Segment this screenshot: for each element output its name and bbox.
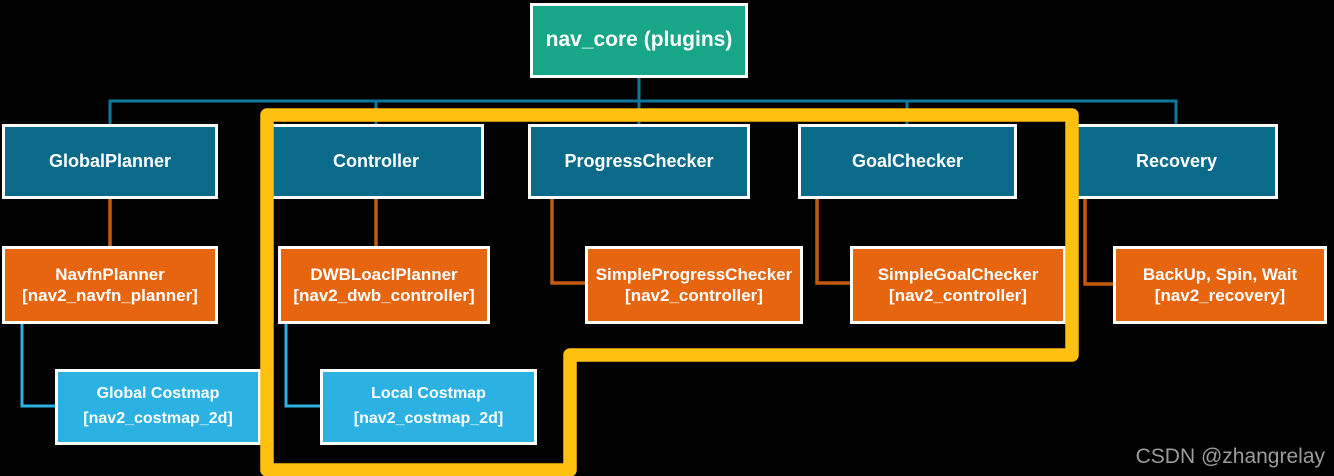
node-local-costmap: Local Costmap [nav2_costmap_2d] [320,369,537,445]
node-dwb-local-planner-title: DWBLoaclPlanner [310,264,458,284]
node-global-planner: GlobalPlanner [2,124,218,199]
node-global-planner-label: GlobalPlanner [48,151,172,172]
node-goal-checker-label: GoalChecker [851,151,964,172]
node-recovery: Recovery [1075,124,1278,199]
node-recovery-label: Recovery [1135,151,1218,172]
node-simple-goal-checker: SimpleGoalChecker [nav2_controller] [850,246,1066,324]
node-dwb-local-planner-package: [nav2_dwb_controller] [293,286,475,305]
node-recovery-behaviors-package: [nav2_recovery] [1154,286,1286,305]
node-navfn-planner-title: NavfnPlanner [55,264,165,284]
node-local-costmap-package: [nav2_costmap_2d] [353,410,504,427]
node-nav-core: nav_core (plugins) [530,3,748,78]
node-simple-progress-checker-package: [nav2_controller] [625,286,763,305]
node-navfn-planner-package: [nav2_navfn_planner] [22,286,198,305]
node-controller: Controller [268,124,484,199]
node-nav-core-label: nav_core (plugins) [545,28,733,52]
node-simple-progress-checker: SimpleProgressChecker [nav2_controller] [585,246,803,324]
node-simple-progress-checker-title: SimpleProgressChecker [595,264,793,284]
watermark: CSDN @zhangrelay [1135,445,1325,468]
node-navfn-planner: NavfnPlanner [nav2_navfn_planner] [2,246,218,324]
node-global-costmap: Global Costmap [nav2_costmap_2d] [55,369,261,445]
tree-connector-lines [108,78,1178,124]
node-recovery-behaviors: BackUp, Spin, Wait [nav2_recovery] [1113,246,1327,324]
node-global-costmap-package: [nav2_costmap_2d] [83,410,233,427]
node-simple-goal-checker-package: [nav2_controller] [889,286,1027,305]
node-simple-goal-checker-title: SimpleGoalChecker [877,264,1039,284]
node-global-costmap-title: Global Costmap [96,385,220,403]
node-progress-checker: ProgressChecker [528,124,750,199]
node-controller-label: Controller [332,151,419,172]
node-recovery-behaviors-title: BackUp, Spin, Wait [1142,264,1298,284]
node-local-costmap-title: Local Costmap [371,385,486,403]
node-goal-checker: GoalChecker [798,124,1017,199]
node-dwb-local-planner: DWBLoaclPlanner [nav2_dwb_controller] [278,246,490,324]
node-progress-checker-label: ProgressChecker [564,151,714,172]
